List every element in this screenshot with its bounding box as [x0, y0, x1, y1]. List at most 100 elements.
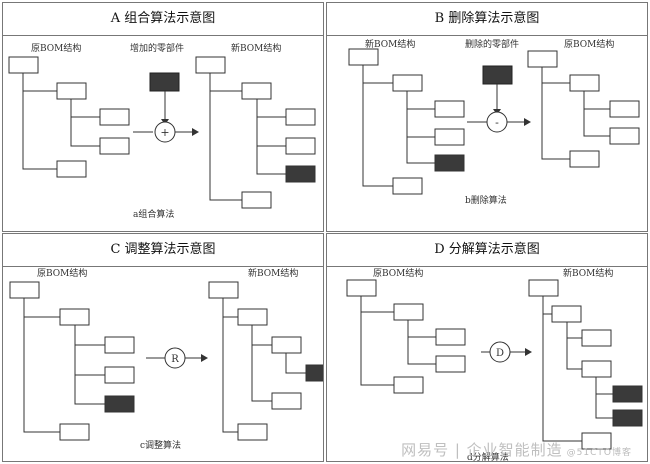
arrow-head	[525, 348, 532, 356]
operator-symbol: D	[496, 348, 504, 359]
bom-node	[609, 127, 640, 145]
panel-d-caption: d分解算法	[467, 451, 509, 462]
bom-node	[241, 191, 272, 209]
bom-node	[237, 423, 268, 441]
bom-node	[56, 82, 87, 100]
panel-a-caption: a组合算法	[133, 208, 174, 220]
bom-connector	[209, 73, 286, 201]
bom-node	[195, 56, 226, 74]
panel-b-tree-left	[348, 48, 465, 195]
bom-node-split	[612, 409, 643, 427]
bom-node	[393, 376, 424, 394]
panel-d-label-left: 原BOM结构	[373, 267, 423, 279]
bom-node-moved	[305, 364, 323, 382]
bom-node	[285, 137, 316, 155]
bom-node-removed	[434, 154, 465, 172]
bom-node	[241, 82, 272, 100]
arrow-head	[201, 354, 208, 362]
bom-connector	[360, 296, 436, 386]
bom-node	[348, 48, 379, 66]
bom-node	[346, 279, 377, 297]
panel-b-diagram: 新BOM结构 删除的零部件 原BOM结构 -	[348, 38, 640, 206]
panel-d-label-right: 新BOM结构	[563, 267, 613, 279]
panel-c-title: C 调整算法示意图	[3, 234, 323, 267]
bom-node	[435, 328, 466, 346]
bom-node	[435, 355, 466, 373]
bom-node	[271, 336, 302, 354]
panel-d-tree-left	[346, 279, 466, 394]
bom-connector	[23, 298, 105, 433]
panel-d-title: D 分解算法示意图	[327, 234, 647, 267]
added-part-node	[149, 72, 180, 92]
panel-b-label-part: 删除的零部件	[465, 38, 519, 50]
arrow-head	[192, 128, 199, 136]
bom-node	[59, 308, 90, 326]
watermark-text: 网易号 | 企业智能制造	[401, 441, 563, 459]
panel-a-label-part: 增加的零部件	[130, 42, 184, 54]
removed-part-node	[482, 65, 513, 85]
bom-node	[581, 360, 612, 378]
bom-connector	[541, 67, 610, 160]
bom-node	[581, 329, 612, 347]
bom-node	[99, 108, 130, 126]
panel-a-label-right: 新BOM结构	[231, 42, 281, 54]
bom-node-split	[612, 385, 643, 403]
panel-c-label-left: 原BOM结构	[37, 267, 87, 279]
bom-node	[609, 100, 640, 118]
panel-d-diagram: 原BOM结构 新BOM结构 D	[346, 267, 643, 462]
panel-b-label-left: 新BOM结构	[365, 38, 415, 50]
panel-d-tree-right	[528, 279, 643, 450]
panel-c-tree-right	[208, 281, 323, 441]
bom-node	[56, 160, 87, 178]
panel-c-tree-left	[9, 281, 135, 441]
bom-node	[237, 308, 268, 326]
bom-node	[569, 74, 600, 92]
bom-connector	[222, 298, 306, 433]
bom-node	[551, 305, 582, 323]
panel-a-tree-right	[195, 56, 316, 209]
watermark: 网易号 | 企业智能制造@51CTO博客	[401, 439, 632, 460]
bom-node	[392, 177, 423, 195]
panel-a-title: A 组合算法示意图	[3, 3, 323, 36]
panel-c-caption: c调整算法	[140, 439, 181, 451]
bom-node	[569, 150, 600, 168]
panel-a: A 组合算法示意图 原BOM结构 增加的零部件 新BOM结构 +	[2, 2, 324, 232]
panel-b-caption: b删除算法	[465, 194, 507, 206]
panel-a-label-left: 原BOM结构	[31, 42, 81, 54]
bom-node	[434, 100, 465, 118]
operator-symbol: +	[160, 126, 169, 139]
bom-node	[208, 281, 239, 299]
bom-node	[59, 423, 90, 441]
panel-d: D 分解算法示意图 原BOM结构 新BOM结构 D	[326, 233, 648, 462]
bom-node	[434, 128, 465, 146]
bom-connector	[362, 65, 435, 187]
bom-node	[528, 279, 559, 297]
panel-a-tree-left	[8, 56, 130, 178]
bom-node	[8, 56, 39, 74]
bom-node-moved	[104, 395, 135, 413]
bom-node	[9, 281, 40, 299]
panel-b: B 删除算法示意图 新BOM结构 删除的零部件 原BOM结构 -	[326, 2, 648, 232]
bom-node	[104, 336, 135, 354]
bom-node	[285, 108, 316, 126]
bom-connector	[542, 296, 613, 442]
panel-a-diagram: 原BOM结构 增加的零部件 新BOM结构 +	[8, 42, 316, 220]
panel-c-diagram: 原BOM结构 新BOM结构 R	[9, 267, 323, 451]
panel-b-title: B 删除算法示意图	[327, 3, 647, 36]
panel-b-tree-right	[527, 50, 640, 168]
bom-node	[393, 303, 424, 321]
bom-node	[527, 50, 558, 68]
watermark-sub: @51CTO博客	[566, 448, 632, 458]
bom-node	[104, 366, 135, 384]
bom-node	[392, 74, 423, 92]
bom-node	[271, 392, 302, 410]
operator-symbol: -	[495, 116, 499, 129]
panel-b-label-right: 原BOM结构	[564, 38, 614, 50]
panel-c-label-right: 新BOM结构	[248, 267, 298, 279]
bom-connector	[22, 73, 100, 170]
bom-node-new	[285, 165, 316, 183]
operator-symbol: R	[171, 354, 179, 365]
panel-c: C 调整算法示意图 原BOM结构 新BOM结构 R	[2, 233, 324, 462]
arrow-head	[524, 118, 531, 126]
